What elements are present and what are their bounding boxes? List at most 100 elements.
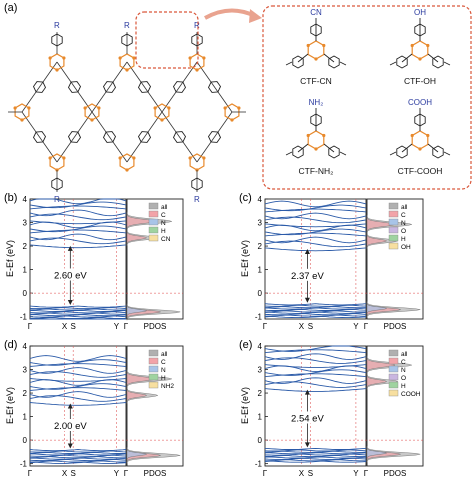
y-tick-label: 0 [258, 289, 263, 298]
bond [297, 143, 309, 153]
triazine-ring [153, 103, 171, 122]
legend-swatch [148, 234, 159, 242]
triazine-hexagon [307, 40, 325, 60]
conduction-band [29, 209, 127, 217]
bond [389, 151, 397, 156]
conduction-band [29, 378, 127, 382]
triazine-ring [118, 153, 136, 172]
valence-band [264, 304, 367, 307]
valence-band [29, 311, 127, 314]
triazine-ring [83, 103, 101, 122]
y-tick-label: -1 [255, 460, 263, 469]
substituent-label: CN [310, 8, 322, 17]
legend-label: OH [401, 244, 411, 251]
y-tick-label: -1 [20, 313, 28, 322]
kpoint-label: S [308, 469, 313, 478]
bond [427, 53, 439, 63]
bond [443, 151, 451, 156]
legend-swatch [388, 202, 399, 210]
conduction-band [264, 240, 367, 248]
y-tick-label: 2 [258, 242, 263, 251]
y-tick-label: 4 [258, 342, 263, 351]
y-tick-label: -1 [20, 460, 28, 469]
benzene-ring [432, 55, 444, 69]
kpoint-label: S [308, 322, 313, 331]
valence-band [29, 449, 127, 452]
legend-label: COOH [401, 391, 421, 398]
valence-band [264, 315, 367, 319]
bond [323, 53, 335, 63]
kpoint-label: Y [353, 469, 359, 478]
nitrogen-atom [418, 57, 422, 61]
nitrogen-atom [97, 106, 101, 110]
nitrogen-atom [230, 118, 234, 122]
nitrogen-atom [125, 168, 129, 172]
legend-label: CN [161, 236, 171, 243]
legend-swatch [148, 365, 159, 373]
benzene-ring [292, 55, 304, 69]
bond [339, 61, 347, 66]
benzene-ring [396, 145, 408, 159]
conduction-band [264, 364, 367, 368]
bond [323, 143, 335, 153]
bond [21, 111, 58, 163]
conduction-band [29, 244, 127, 249]
gap-arrow-head-top [304, 248, 310, 254]
legend-swatch [388, 389, 399, 397]
benzene-ring [207, 81, 222, 93]
legend-label: O [401, 228, 406, 235]
pdos-peak-n [366, 302, 388, 315]
conduction-band [264, 369, 367, 376]
benzene-ring [121, 33, 133, 47]
gap-label-bg [288, 268, 327, 281]
substituent-label: OH [414, 8, 426, 17]
valence-band [29, 459, 127, 462]
conduction-band [29, 233, 127, 241]
band-frame [264, 345, 367, 467]
y-tick-label: 3 [258, 366, 263, 375]
nitrogen-atom [83, 106, 87, 110]
valence-band [264, 457, 367, 460]
triazine-ring [118, 53, 136, 72]
kpoint-label: X [62, 322, 68, 331]
valence-band [264, 308, 367, 311]
conduction-band [264, 200, 367, 208]
triazine-hexagon [411, 130, 429, 150]
legend-label: N [161, 220, 166, 227]
y-tick-label: 1 [258, 266, 263, 275]
benzene-ring [191, 33, 203, 47]
pdos-frame [126, 345, 184, 467]
legend-swatch [388, 218, 399, 226]
y-tick-label: 1 [258, 413, 263, 422]
gap-label: 2.54 eV [291, 413, 324, 424]
legend-label: C [401, 212, 406, 219]
arrow-curve [204, 8, 256, 20]
legend-swatch [148, 349, 159, 357]
conduction-band [29, 201, 127, 209]
y-tick-label: 2 [258, 389, 263, 398]
kpoint-label: Γ [124, 322, 129, 331]
kpoint-label: Γ [263, 322, 268, 331]
benzene-ring [191, 177, 203, 191]
r-group-label: R [124, 21, 130, 30]
benzene-ring [172, 81, 187, 93]
legend-swatch [388, 226, 399, 234]
pdos-frame [126, 198, 184, 320]
nitrogen-atom [314, 147, 318, 151]
panel-label: (c) [239, 192, 252, 204]
legend-label: C [161, 212, 166, 219]
conduction-band [264, 247, 367, 252]
conduction-band [29, 213, 127, 221]
pdos-label: PDOS [384, 322, 407, 331]
panel-label: (d) [4, 339, 17, 351]
bond [389, 61, 397, 66]
valence-band [264, 447, 367, 450]
conduction-band [264, 357, 367, 364]
conduction-band [29, 402, 127, 406]
y-tick-label: 4 [258, 195, 263, 204]
y-tick-label: 2 [23, 389, 28, 398]
